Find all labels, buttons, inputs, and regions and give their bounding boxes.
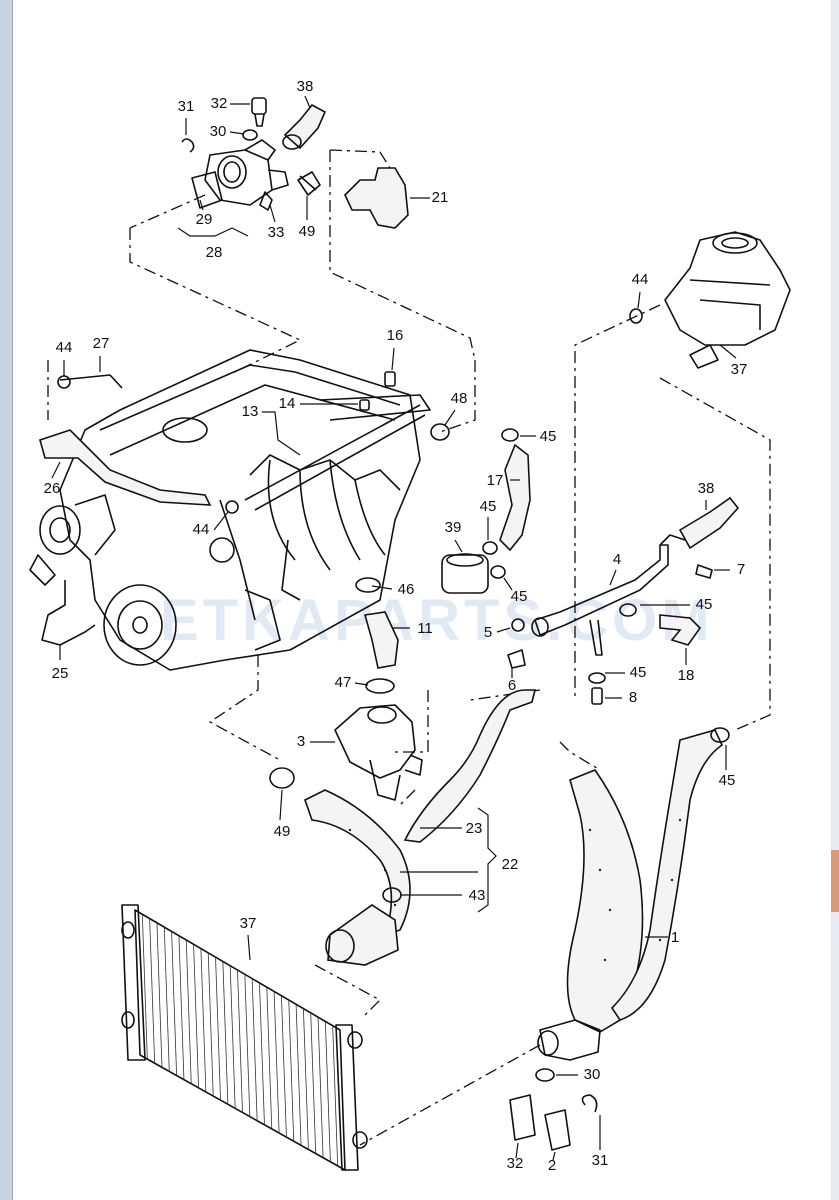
radiator-fin [215,957,221,1101]
radiator-fin [237,969,243,1113]
radiator-fin [266,987,273,1129]
radiator-fin [273,991,280,1134]
callout-26: 26 [44,480,61,497]
radiator-fin [295,1004,302,1146]
right-frame-bar [831,0,839,1200]
radiator-fin [156,922,163,1068]
callout-48: 48 [451,390,468,407]
radiator-fin [310,1012,317,1154]
callout-45: 45 [540,428,557,445]
callout-29: 29 [196,211,213,228]
callout-16: 16 [387,327,404,344]
callout-27: 27 [93,335,110,352]
callout-43: 43 [469,887,486,904]
radiator-fin [222,961,229,1105]
radiator-fin [200,948,207,1092]
water-pump-group [281,443,531,801]
callout-28: 28 [206,244,223,261]
callout-8: 8 [629,689,637,706]
callout-1: 1 [671,929,679,946]
callout-45-center: 45 [511,588,528,605]
callout-2: 2 [548,1157,556,1174]
callout-45-pipe: 45 [696,596,713,613]
right-frame-tab [831,850,839,912]
callout-13: 13 [242,403,259,420]
radiator-fin [251,978,258,1121]
callout-44: 44 [632,271,649,288]
callout-31-lower: 31 [592,1152,609,1169]
callout-23: 23 [466,820,483,837]
callout-32: 32 [211,95,228,112]
callout-5: 5 [484,624,492,641]
callout-21: 21 [432,189,449,206]
radiator-fin [244,974,251,1117]
dashed-guides [47,149,771,1146]
callout-44-engine: 44 [56,339,73,356]
callout-18: 18 [678,667,695,684]
radiator [121,904,368,1171]
callout-45-right: 45 [719,772,736,789]
left-frame-bar [0,0,12,1200]
callout-39: 39 [445,519,462,536]
callout-49: 49 [299,223,316,240]
callout-38: 38 [297,78,314,95]
callout-6: 6 [508,677,516,694]
radiator-fin [185,939,192,1084]
callout-37: 37 [731,361,748,378]
callout-7: 7 [737,561,745,578]
callout-14: 14 [279,395,296,412]
callout-45-tank: 45 [480,498,497,515]
radiator-fin [281,995,287,1138]
watermark: ETKAPARTS.COM [160,588,714,653]
callout-25: 25 [52,665,69,682]
long-hoses [269,689,730,1151]
callout-44-block: 44 [193,521,210,538]
radiator-fin [163,927,170,1072]
callout-17: 17 [487,472,504,489]
callout-38-right: 38 [698,480,715,497]
radiator-fin [178,935,185,1080]
engine-block [29,349,450,671]
radiator-fin [288,999,295,1142]
callout-31: 31 [178,98,195,115]
callout-22: 22 [502,856,519,873]
callout-4: 4 [613,551,621,568]
radiator-fin [302,1008,309,1150]
thermostat-housing-group [181,97,409,229]
left-frame-line [12,0,13,1200]
callout-3: 3 [297,733,305,750]
radiator-fin [317,1017,324,1158]
radiator-fin [324,1021,331,1162]
right-pipe-assembly [482,428,740,705]
expansion-tank [629,231,791,369]
radiator-fin [171,931,178,1076]
callout-49-lower: 49 [274,823,291,840]
callout-33: 33 [268,224,285,241]
radiator-fin [193,944,199,1088]
callout-47: 47 [335,674,352,691]
radiator-fin [207,952,214,1097]
callout-46: 46 [398,581,415,598]
callout-30-lower: 30 [584,1066,601,1083]
radiator-fin [141,914,148,1060]
callout-11: 11 [417,620,433,637]
radiator-fin [149,918,156,1064]
callout-30: 30 [210,123,227,140]
callout-45-lower: 45 [630,664,647,681]
radiator-fin [259,982,265,1125]
radiator-fin [332,1025,339,1166]
callout-labels: 31 32 38 30 21 29 33 49 28 44 37 16 44 2… [44,78,748,1174]
callout-37-radiator: 37 [240,915,257,932]
leader-lines [51,95,737,1161]
radiator-fins [141,914,339,1166]
callout-32-lower: 32 [507,1155,524,1172]
radiator-fin [229,965,236,1109]
